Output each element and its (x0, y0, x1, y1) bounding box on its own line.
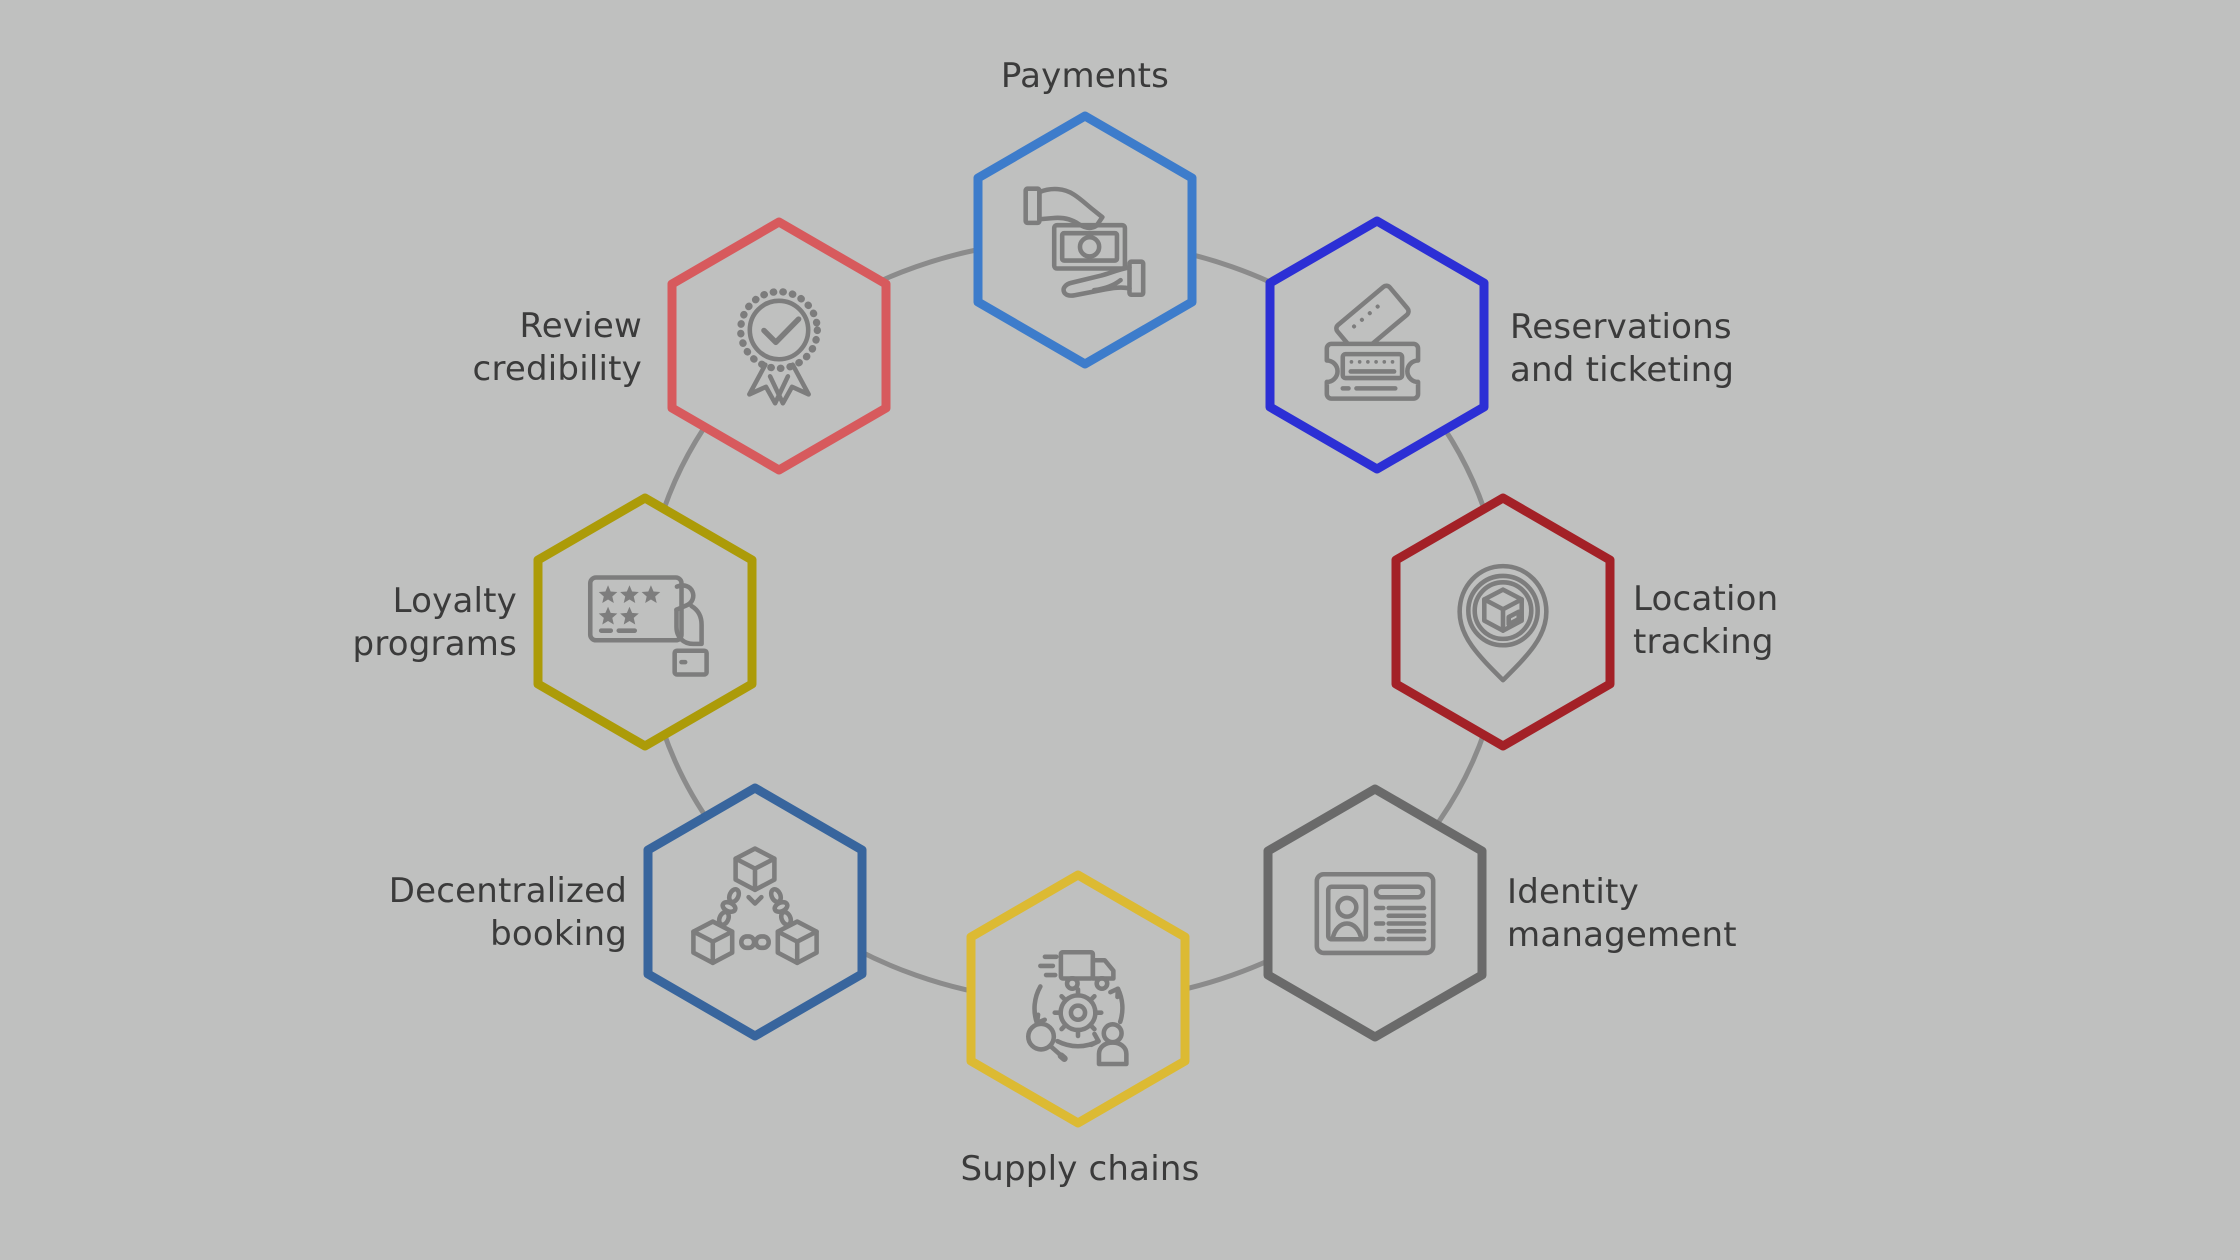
label-line: Review (519, 306, 642, 346)
label-reservations-ticketing: Reservations and ticketing (1510, 306, 1734, 392)
loyalty-card-icon (587, 575, 709, 677)
node-supply-chains (966, 870, 1190, 1128)
receiving-hand (1061, 259, 1146, 298)
package-box (1482, 587, 1524, 633)
front-ticket (1324, 341, 1421, 401)
label-line: programs (352, 624, 517, 664)
hexagon-border (533, 493, 757, 751)
payments-icon (1023, 186, 1146, 298)
location-pin-icon (1457, 563, 1549, 683)
label-line: credibility (472, 349, 642, 389)
label-location-tracking: Location tracking (1633, 578, 1778, 664)
photo (1325, 884, 1369, 942)
rewards-card (587, 575, 684, 643)
blockchain-icon (691, 846, 819, 966)
rosette (737, 288, 821, 373)
node-reservations-ticketing (1265, 216, 1489, 474)
chain-links (716, 886, 794, 951)
award-badge-icon (737, 288, 821, 406)
label-line: Reservations (1510, 307, 1732, 347)
node-payments (973, 111, 1197, 369)
label-line: and ticketing (1510, 350, 1735, 390)
magnifier (1025, 1021, 1068, 1062)
node-location-tracking (1391, 493, 1615, 751)
label-loyalty-programs: Loyalty programs (117, 580, 517, 666)
truck (1038, 949, 1116, 992)
cube-right (775, 919, 819, 966)
label-line: tracking (1633, 622, 1774, 662)
giving-hand (1023, 186, 1105, 231)
label-decentralized-booking: Decentralized booking (227, 870, 627, 956)
label-line: booking (490, 914, 627, 954)
id-card-icon (1314, 871, 1436, 956)
hexagon-border (966, 870, 1190, 1128)
label-line: Decentralized (388, 871, 627, 911)
holding-hand (672, 583, 709, 677)
person (1096, 1022, 1129, 1067)
label-payments: Payments (885, 55, 1285, 98)
label-line: Payments (1000, 56, 1170, 96)
card (1314, 871, 1436, 956)
cube-left (691, 919, 735, 966)
gear (1052, 987, 1104, 1039)
label-supply-chains: Supply chains (880, 1148, 1280, 1191)
label-review-credibility: Review credibility (242, 305, 642, 391)
node-decentralized-booking (643, 783, 867, 1041)
label-identity-management: Identity management (1507, 871, 1737, 957)
label-line: Loyalty (392, 581, 517, 621)
text-lines (1373, 884, 1427, 942)
banknote (1051, 222, 1128, 271)
hexagon-border (667, 217, 891, 475)
node-loyalty-programs (533, 493, 757, 751)
label-line: Supply chains (960, 1149, 1200, 1189)
cube-top (733, 846, 777, 906)
node-review-credibility (667, 217, 891, 475)
label-line: Location (1633, 579, 1779, 619)
tickets-icon (1324, 283, 1421, 401)
ribbons (747, 362, 811, 406)
label-line: Identity (1507, 872, 1639, 912)
supply-cycle-icon (1025, 949, 1129, 1067)
hexagon-border (643, 783, 867, 1041)
label-line: management (1507, 915, 1737, 955)
node-identity-management (1263, 784, 1487, 1042)
cycle-arrows (1032, 984, 1125, 1049)
hexagon-border (1263, 784, 1487, 1042)
map-pin (1457, 563, 1549, 683)
